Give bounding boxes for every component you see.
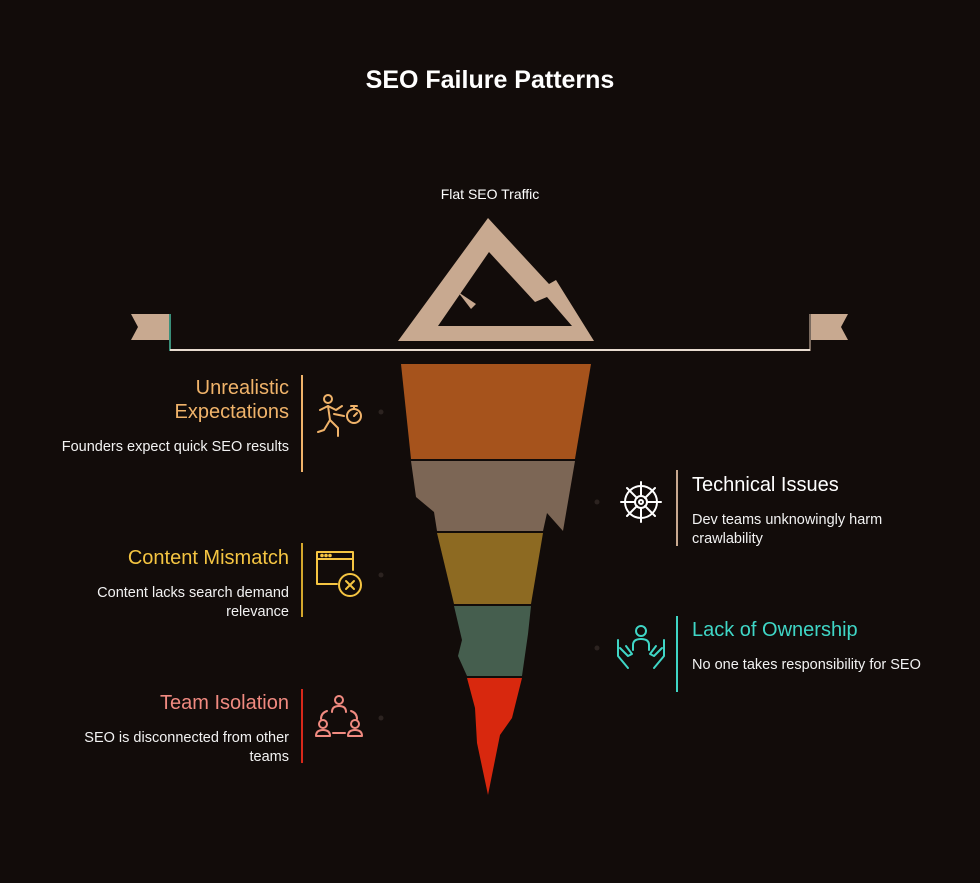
item-unrealistic-expectations: Unrealistic Expectations Founders expect…	[60, 376, 289, 457]
accent-bar	[676, 616, 678, 692]
accent-bar	[301, 375, 303, 472]
item-lack-of-ownership: Lack of Ownership No one takes responsib…	[692, 618, 942, 675]
running-person-stopwatch-icon	[314, 390, 366, 447]
peak-label: Flat SEO Traffic	[440, 186, 540, 202]
item-title: Technical Issues	[692, 474, 839, 496]
layer-content	[437, 533, 543, 604]
connector-dot	[378, 572, 384, 578]
layer-isolation	[467, 678, 522, 795]
item-title: Lack of Ownership	[692, 619, 858, 641]
layer-unrealistic	[401, 364, 591, 459]
layer-technical	[411, 461, 575, 531]
connector-dot	[378, 409, 384, 415]
item-title: Content Mismatch	[127, 547, 289, 569]
mountain-tip	[398, 218, 594, 341]
layer-ownership	[454, 606, 531, 676]
item-content-mismatch: Content Mismatch Content lacks search de…	[40, 546, 289, 622]
item-title: Unrealistic Expectations	[174, 377, 289, 423]
left-flag	[131, 314, 170, 340]
connector-dot	[594, 645, 600, 651]
mountain-crack	[458, 292, 476, 309]
item-title: Team Isolation	[160, 692, 289, 714]
hands-holding-person-icon	[614, 622, 668, 679]
page-title: SEO Failure Patterns	[365, 66, 615, 94]
accent-bar	[301, 543, 303, 617]
item-desc: Founders expect quick SEO results	[61, 439, 289, 455]
connector-dot	[378, 715, 384, 721]
accent-bar	[301, 689, 303, 763]
item-desc: No one takes responsibility for SEO	[692, 657, 921, 673]
item-team-isolation: Team Isolation SEO is disconnected from …	[60, 691, 289, 767]
gear-icon	[617, 478, 665, 531]
item-technical-issues: Technical Issues Dev teams unknowingly h…	[692, 473, 942, 549]
item-desc: Content lacks search demand relevance	[97, 585, 289, 620]
connector-dot	[594, 499, 600, 505]
team-connection-icon	[313, 693, 365, 750]
right-flag	[810, 314, 848, 340]
accent-bar	[676, 470, 678, 546]
item-desc: Dev teams unknowingly harm crawlability	[692, 512, 883, 547]
browser-window-x-icon	[313, 548, 365, 605]
item-desc: SEO is disconnected from other teams	[84, 730, 289, 765]
